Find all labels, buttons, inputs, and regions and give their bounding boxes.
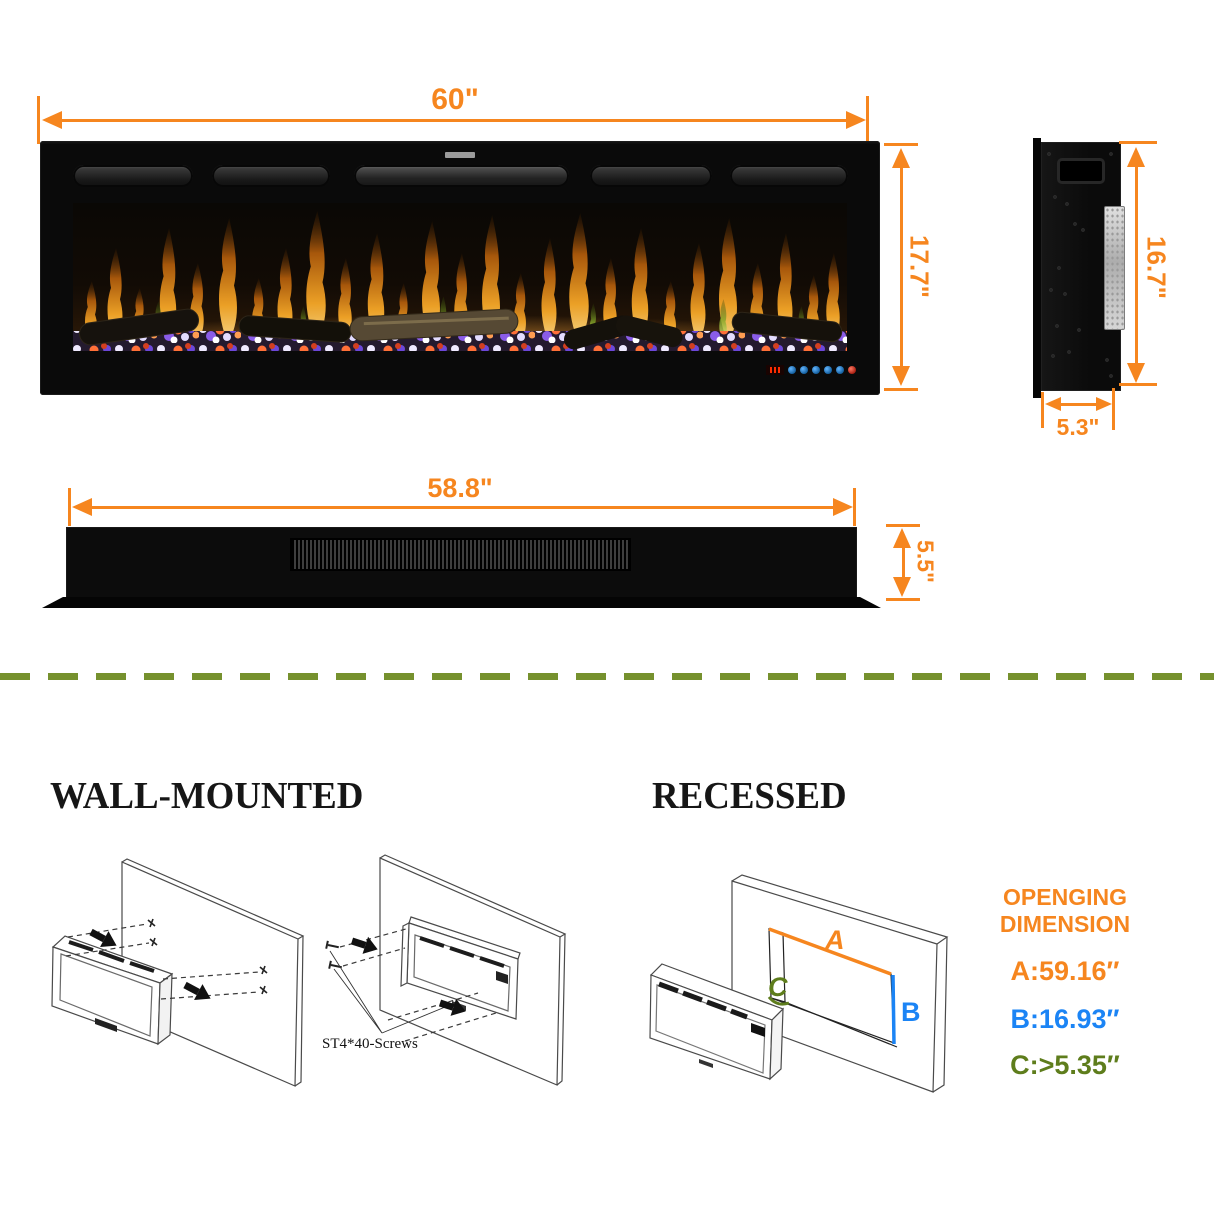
dim-tick (1041, 392, 1044, 428)
dim-tick (886, 598, 920, 601)
arrowhead-down (1127, 363, 1145, 383)
firebox (73, 203, 847, 351)
install-arrow (89, 928, 211, 1000)
recessed-diagram: A B C (649, 874, 949, 1093)
dim-line (90, 505, 833, 509)
dim-tick (68, 488, 71, 526)
dim-line (60, 118, 846, 122)
arrowhead-right (1096, 397, 1112, 411)
opening-height-line-b (891, 974, 896, 1045)
fireplace-front-view (40, 141, 880, 395)
install-arrow (350, 936, 466, 1016)
recessed-title: RECESSED (652, 775, 847, 817)
opening-dim-b: B:16.93″ (1010, 1004, 1120, 1034)
heat-up-button[interactable] (824, 366, 832, 374)
side-height-label: 16.7" (1141, 236, 1172, 299)
cooling-grille (290, 538, 631, 571)
back-height-label: 5.5" (912, 540, 939, 583)
screw-marks (147, 918, 268, 995)
dim-line (900, 166, 903, 368)
spec-sticker (445, 152, 475, 158)
dim-tick (37, 96, 40, 144)
mounting-flange (1033, 138, 1041, 398)
timer-button[interactable] (812, 366, 820, 374)
vent-slot (730, 165, 848, 187)
opening-dim-c: C:>5.35″ (1010, 1050, 1120, 1080)
dim-line (901, 545, 905, 578)
screws-label: ST4*40-Screws (322, 1036, 418, 1052)
fireplace-side-view (1033, 136, 1128, 402)
dim-tick (886, 524, 920, 527)
opening-title-line1: OPENGING (1003, 884, 1127, 910)
arrowhead-down (893, 577, 911, 597)
wall-mounted-title: WALL-MOUNTED (50, 775, 364, 817)
back-flange (42, 597, 881, 608)
opening-width-line-a (768, 927, 892, 976)
side-depth-label: 5.3" (1056, 414, 1100, 440)
vent-slot (590, 165, 712, 187)
arrowhead-left (1045, 397, 1061, 411)
vent-slot (212, 165, 330, 187)
dim-tick (1119, 141, 1157, 144)
arrowhead-left (72, 498, 92, 516)
dim-line (1135, 165, 1138, 363)
label-b: B (901, 997, 921, 1027)
handle-cutout (1057, 158, 1105, 184)
dim-tick (884, 143, 918, 146)
back-width-label: 58.8" (427, 473, 493, 503)
arrowhead-up (1127, 147, 1145, 167)
arrowhead-up (893, 528, 911, 548)
arrowhead-right (833, 498, 853, 516)
control-panel (766, 365, 856, 375)
flame-art (73, 211, 847, 351)
wall-mount-exploded-diagram (51, 858, 305, 1087)
label-a: A (824, 925, 845, 955)
opening-title-line2: DIMENSION (999, 911, 1131, 937)
wall-mount-installed-diagram: ST4*40-Screws (322, 854, 567, 1086)
heater-button[interactable] (848, 366, 856, 374)
dim-tick (1112, 388, 1115, 430)
arrowhead-right (846, 111, 866, 129)
flame-button[interactable] (800, 366, 808, 374)
dim-tick (884, 388, 918, 391)
heat-down-button[interactable] (836, 366, 844, 374)
front-width-label: 60" (431, 83, 479, 116)
logs (78, 308, 843, 350)
temperature-display (766, 365, 784, 375)
dim-line (1059, 402, 1097, 406)
heater-outlet-vent (354, 165, 569, 187)
section-divider (0, 673, 1214, 680)
dim-tick (853, 488, 856, 526)
fireplace-back-view (66, 527, 857, 599)
opening-depth-mark-c (767, 996, 790, 1006)
opening-dim-a: A:59.16″ (1010, 956, 1120, 986)
front-height-label: 17.7" (904, 235, 935, 298)
mounting-bracket (1104, 206, 1125, 330)
dim-tick (1119, 383, 1157, 386)
opening-dimension-title: OPENGING DIMENSION (975, 884, 1155, 938)
dim-tick (866, 96, 869, 144)
label-c: C (768, 972, 788, 1002)
screw-dots (1047, 152, 1113, 378)
vent-slot (73, 165, 193, 187)
power-button[interactable] (788, 366, 796, 374)
arrowhead-down (892, 366, 910, 386)
arrowhead-up (892, 148, 910, 168)
arrowhead-left (42, 111, 62, 129)
